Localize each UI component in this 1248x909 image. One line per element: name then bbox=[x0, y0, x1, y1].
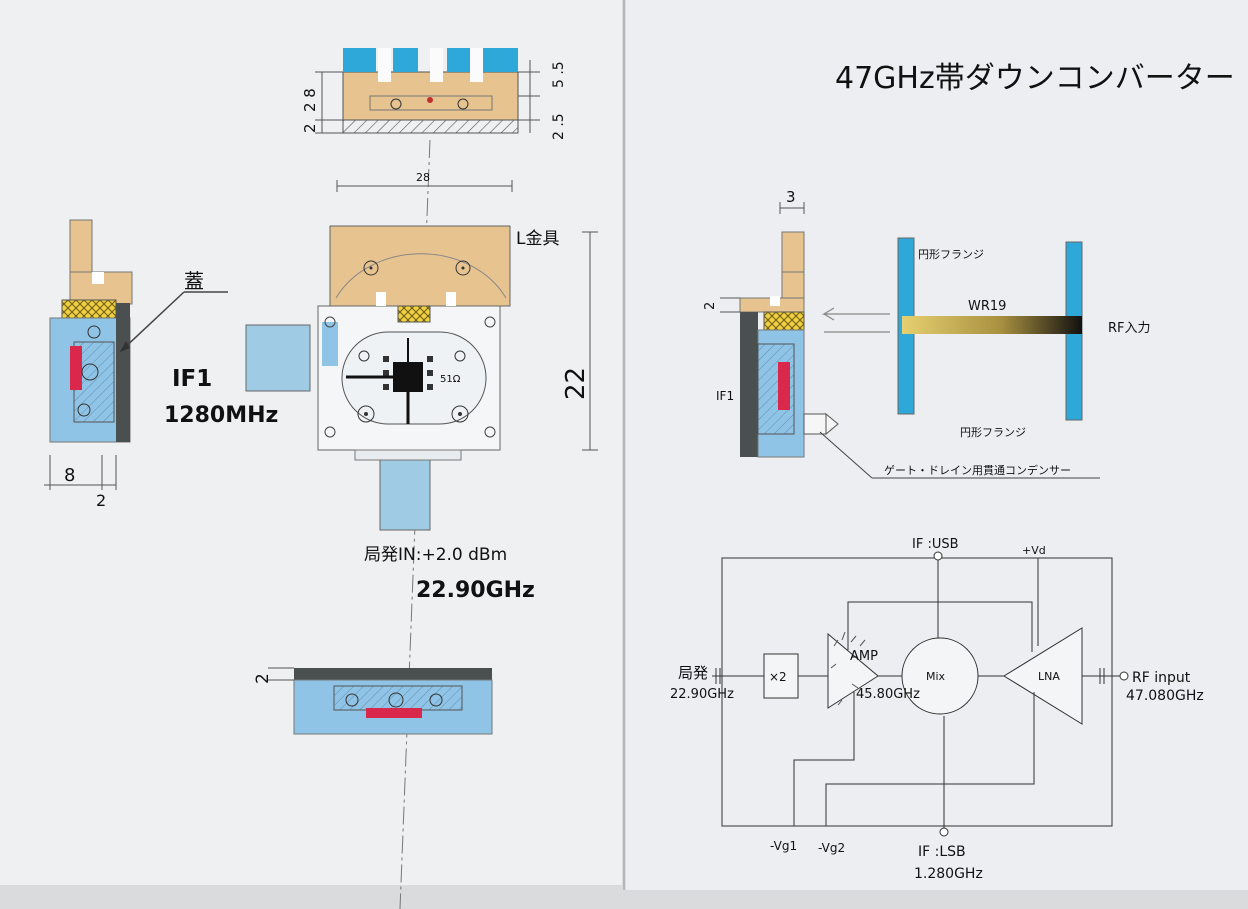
mix-label: Mix bbox=[926, 670, 946, 683]
dim-22: 22 bbox=[561, 367, 591, 400]
lo-label: 局発IN:+2.0 dBm bbox=[364, 545, 507, 565]
lid-label: 蓋 bbox=[184, 269, 204, 293]
dim-2-side: 2 bbox=[96, 491, 106, 510]
vg2-label: -Vg2 bbox=[818, 841, 845, 855]
block-diagram bbox=[712, 551, 1129, 837]
rf-input-label: RF input bbox=[1132, 670, 1191, 686]
dim-2-5: 2 .5 bbox=[551, 113, 567, 140]
flange-top-label: 円形フランジ bbox=[918, 248, 984, 261]
l-bracket-label: L金具 bbox=[516, 229, 559, 249]
rf-in-label: RF入力 bbox=[1108, 321, 1151, 336]
lo-block-freq: 22.90GHz bbox=[670, 687, 734, 702]
resistor-label: 51Ω bbox=[440, 374, 461, 385]
if-lsb-freq: 1.280GHz bbox=[914, 866, 983, 882]
if1-side-label: IF1 bbox=[716, 389, 734, 403]
dim-3: 3 bbox=[786, 188, 796, 206]
if-usb-label: IF :USB bbox=[912, 537, 959, 552]
right-side-view bbox=[720, 202, 1100, 479]
if-lsb-label: IF :LSB bbox=[918, 844, 966, 860]
rf-input-freq: 47.080GHz bbox=[1126, 688, 1204, 704]
if1-freq: 1280MHz bbox=[164, 403, 278, 428]
bottom-view bbox=[268, 667, 493, 735]
main-view bbox=[245, 180, 598, 531]
lo-freq: 22.90GHz bbox=[416, 578, 535, 603]
top-view bbox=[315, 48, 540, 134]
dim-5-5: 5 .5 bbox=[551, 61, 567, 88]
paper-right bbox=[626, 0, 1248, 890]
page-title: 47GHz帯ダウンコンバーター bbox=[835, 61, 1235, 96]
waveguide-assembly bbox=[821, 237, 1083, 421]
dim-2-8: 2 8 bbox=[301, 88, 319, 112]
amp-freq: 45.80GHz bbox=[856, 687, 920, 702]
feedthrough-label: ゲート・ドレイン用貫通コンデンサー bbox=[884, 463, 1071, 477]
dim-28: 28 bbox=[416, 171, 430, 184]
amp-label: AMP bbox=[850, 649, 878, 664]
dim-2: 2 bbox=[301, 123, 319, 133]
vg1-label: -Vg1 bbox=[770, 839, 797, 853]
dim-2-right: 2 bbox=[703, 302, 718, 310]
left-side-view bbox=[44, 219, 228, 490]
vd-label: +Vd bbox=[1022, 544, 1046, 557]
dim-8: 8 bbox=[64, 465, 75, 486]
wr19-label: WR19 bbox=[968, 299, 1006, 314]
lo-block-label: 局発 bbox=[678, 664, 708, 682]
lna-label: LNA bbox=[1038, 670, 1060, 683]
dim-2-bottom: 2 bbox=[253, 673, 273, 684]
flange-bottom-label: 円形フランジ bbox=[960, 426, 1026, 439]
if1-label: IF1 bbox=[172, 366, 212, 392]
x2-label: ×2 bbox=[769, 670, 787, 684]
